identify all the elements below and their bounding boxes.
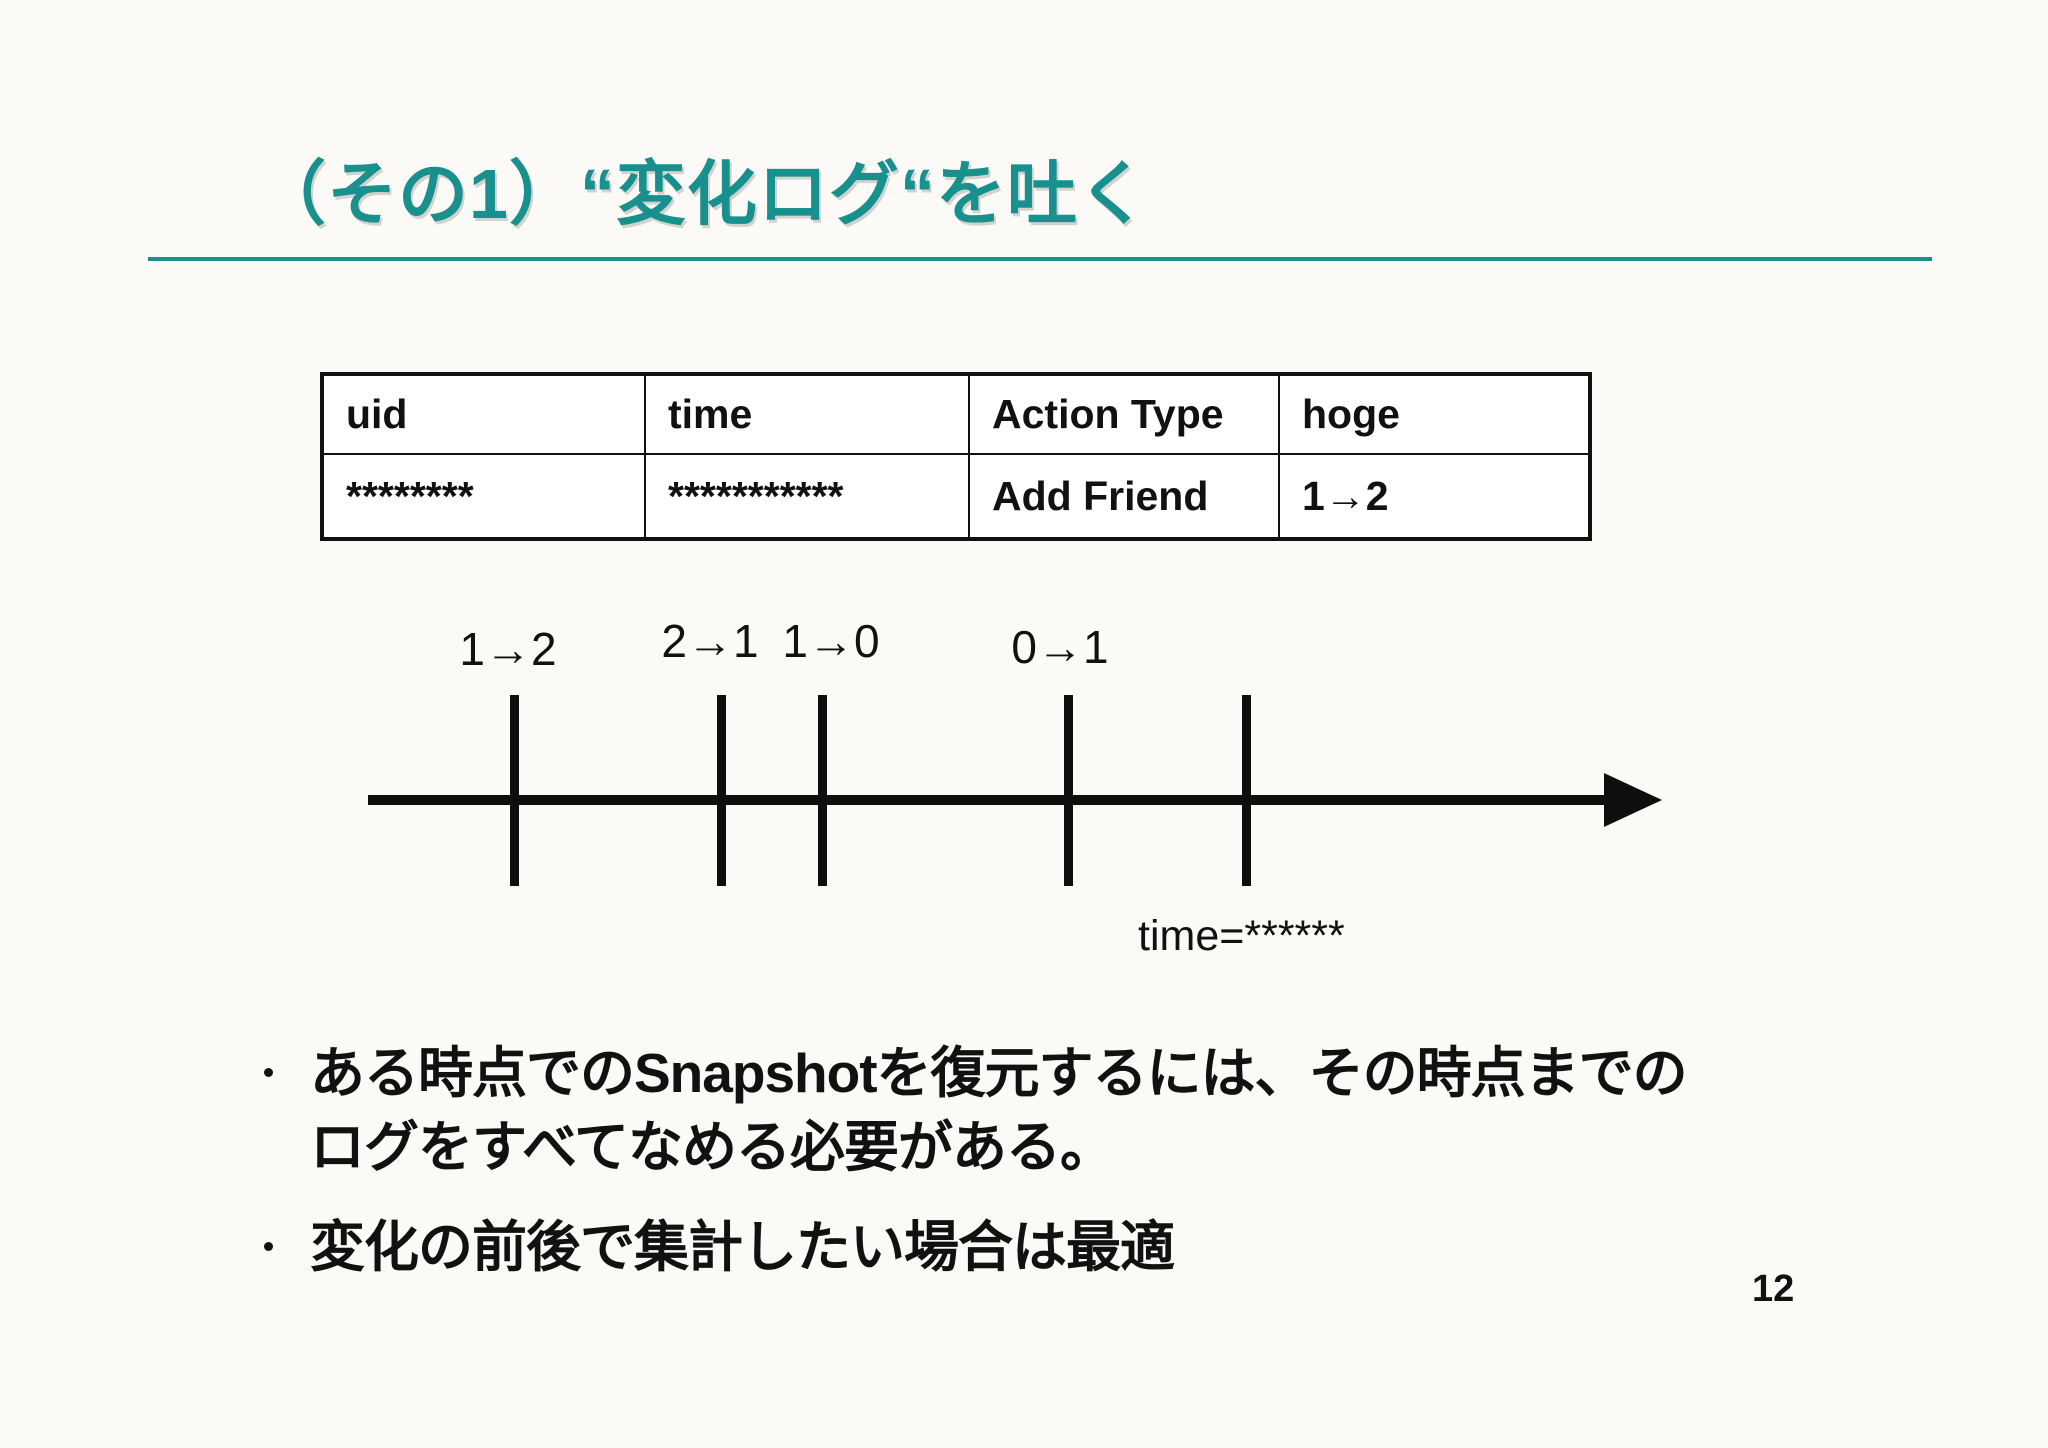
slide-title: （その1）“変化ログ“を吐く xyxy=(256,155,1149,233)
column-header-hoge: hoge xyxy=(1278,373,1591,455)
bullet-line: ある時点でのSnapshotを復元するには、その時点までの xyxy=(310,1042,1688,1104)
timeline-event-label: 0→1 xyxy=(1011,621,1109,673)
timeline-event-label: 2→1 xyxy=(661,615,759,667)
timeline-tick xyxy=(510,695,519,886)
bullet-dot-icon xyxy=(264,1068,273,1077)
table-cell-hoge: 1→2 xyxy=(1278,453,1591,540)
table-cell-action-type: Add Friend xyxy=(968,453,1280,540)
column-header-action-type: Action Type xyxy=(968,373,1280,455)
column-header-uid: uid xyxy=(321,373,646,455)
title-divider xyxy=(148,257,1932,261)
table-cell-uid: ******** xyxy=(321,453,646,540)
timeline-tick xyxy=(1064,695,1073,886)
table-row: ******** *********** Add Friend 1→2 xyxy=(321,453,1591,540)
bullet-item: ある時点でのSnapshotを復元するには、その時点までの ログをすべてなめる必… xyxy=(258,1036,1788,1184)
timeline-time-label: time=****** xyxy=(1138,912,1345,960)
table-header-row: uid time Action Type hoge xyxy=(321,373,1591,455)
column-header-time: time xyxy=(644,373,970,455)
bullet-line: ログをすべてなめる必要がある。 xyxy=(310,1116,1115,1178)
timeline-tick xyxy=(1242,695,1251,886)
log-table: uid time Action Type hoge ******** *****… xyxy=(320,372,1592,541)
page-number: 12 xyxy=(1752,1268,1795,1310)
timeline-arrowhead-icon xyxy=(1604,773,1662,827)
bullet-dot-icon xyxy=(264,1242,273,1251)
table-cell-time: *********** xyxy=(644,453,970,540)
bullet-line: 変化の前後で集計したい場合は最適 xyxy=(310,1216,1175,1278)
timeline-tick xyxy=(818,695,827,886)
timeline-event-label: 1→2 xyxy=(459,623,557,675)
timeline-axis xyxy=(368,795,1610,805)
bullet-list: ある時点でのSnapshotを復元するには、その時点までの ログをすべてなめる必… xyxy=(258,1036,1788,1310)
timeline-event-label: 1→0 xyxy=(782,615,880,667)
timeline-tick xyxy=(717,695,726,886)
bullet-item: 変化の前後で集計したい場合は最適 xyxy=(258,1210,1788,1284)
